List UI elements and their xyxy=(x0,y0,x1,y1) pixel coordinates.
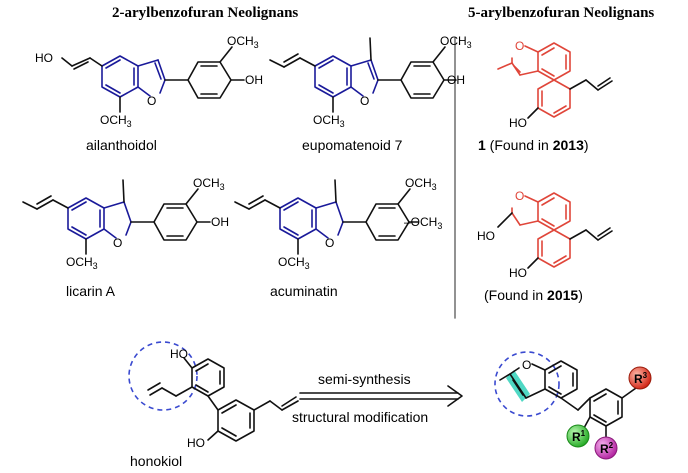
arrow-label-top: semi-synthesis xyxy=(318,371,411,387)
svg-text:O: O xyxy=(522,358,531,372)
svg-text:OCH3: OCH3 xyxy=(193,176,225,192)
svg-text:OCH3: OCH3 xyxy=(100,113,132,129)
svg-text:HO: HO xyxy=(35,51,53,65)
double-arrow: semi-synthesis structural modification xyxy=(292,371,463,425)
svg-text:OCH3: OCH3 xyxy=(227,34,259,50)
ailanthoidol-structure: O OCH3 OH HO OCH3 xyxy=(35,34,263,129)
compound-2015-structure: O HO HO xyxy=(477,189,613,280)
eupomatenoid-structure: O OCH3 OH OCH3 xyxy=(269,34,472,129)
svg-text:OCH3: OCH3 xyxy=(278,255,310,271)
svg-text:R2: R2 xyxy=(600,441,614,456)
r1-substituent: R1 xyxy=(566,424,590,448)
label-compound-1: 1 (Found in 2013) xyxy=(478,137,589,153)
svg-text:HO: HO xyxy=(187,436,205,450)
svg-text:O: O xyxy=(515,39,524,53)
svg-text:OH: OH xyxy=(211,215,229,229)
svg-text:R3: R3 xyxy=(634,371,648,386)
svg-text:O: O xyxy=(515,189,524,203)
r3-substituent: R3 xyxy=(628,366,652,390)
target-highlight-circle xyxy=(494,351,560,417)
label-eupomatenoid-7: eupomatenoid 7 xyxy=(302,137,403,153)
label-licarin-a: licarin A xyxy=(66,283,116,299)
svg-text:OCH3: OCH3 xyxy=(405,176,437,192)
svg-text:HO: HO xyxy=(509,266,527,280)
arrow-label-bottom: structural modification xyxy=(292,409,428,425)
label-honokiol: honokiol xyxy=(130,453,182,469)
compound-1-structure: O HO xyxy=(497,39,613,130)
svg-text:OCH3: OCH3 xyxy=(440,34,472,50)
acuminatin-structure: O OCH3 –OCH3 OCH3 xyxy=(234,176,442,271)
svg-text:O: O xyxy=(325,236,334,250)
svg-text:O: O xyxy=(113,236,122,250)
svg-text:–OCH3: –OCH3 xyxy=(404,215,442,231)
header-5-arylbenzofuran: 5-arylbenzofuran Neolignans xyxy=(468,5,654,21)
svg-text:R1: R1 xyxy=(572,429,586,444)
svg-text:OH: OH xyxy=(447,73,465,87)
label-compound-2015: (Found in 2015) xyxy=(484,287,583,303)
svg-text:OCH3: OCH3 xyxy=(66,255,98,271)
svg-text:OCH3: OCH3 xyxy=(313,113,345,129)
honokiol-highlight-circle xyxy=(128,341,198,411)
licarin-a-structure: O OCH3 OH OCH3 xyxy=(22,176,229,271)
honokiol-structure: HO HO xyxy=(128,341,299,450)
target-scaffold-structure: O R1 R2 R3 xyxy=(494,351,652,460)
svg-text:HO: HO xyxy=(477,229,495,243)
svg-text:HO: HO xyxy=(170,347,188,361)
r2-substituent: R2 xyxy=(594,436,618,460)
svg-text:OH: OH xyxy=(245,73,263,87)
label-acuminatin: acuminatin xyxy=(270,283,338,299)
header-2-arylbenzofuran: 2-arylbenzofuran Neolignans xyxy=(112,5,298,21)
svg-text:O: O xyxy=(360,94,369,108)
svg-text:HO: HO xyxy=(509,116,527,130)
svg-text:O: O xyxy=(147,94,156,108)
label-ailanthoidol: ailanthoidol xyxy=(86,137,157,153)
